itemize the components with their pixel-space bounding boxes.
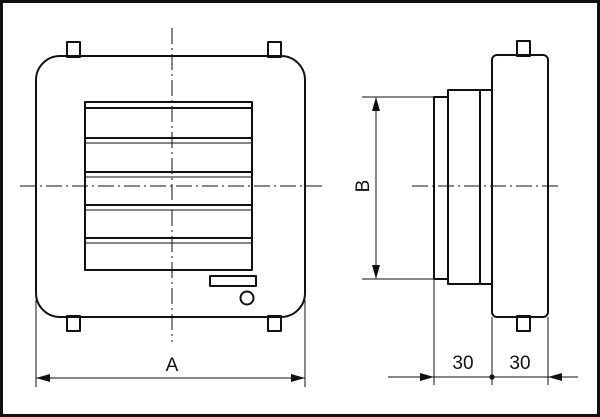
top-left-tab [66, 41, 81, 58]
side-top-tab [516, 40, 531, 57]
side-view: B 30 30 [353, 40, 578, 385]
dimension-a [35, 300, 306, 387]
control-slot [209, 275, 257, 287]
foam-seal [447, 89, 481, 285]
dimension-b [362, 96, 434, 280]
side-spacer [479, 89, 493, 285]
dimension-b-label: B [353, 180, 374, 193]
louvre-grille [84, 101, 253, 271]
front-view: A [20, 28, 322, 387]
side-bottom-tab [516, 315, 531, 332]
dimension-a-label: A [166, 355, 179, 376]
top-right-tab [267, 41, 282, 58]
side-front-plate [433, 96, 449, 280]
control-knob [239, 290, 255, 306]
dimension-depth-back-label: 30 [509, 353, 530, 374]
bottom-left-tab [66, 315, 81, 332]
dimension-depth-front-label: 30 [452, 353, 473, 374]
bottom-right-tab [267, 315, 282, 332]
dimension-depth [388, 279, 578, 385]
